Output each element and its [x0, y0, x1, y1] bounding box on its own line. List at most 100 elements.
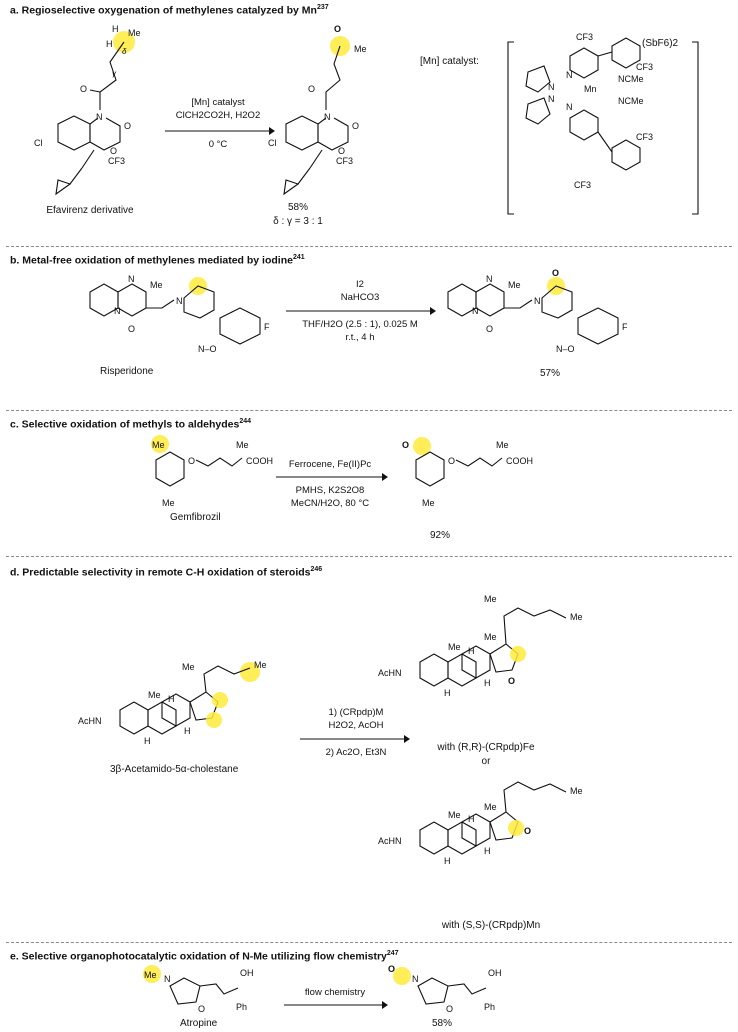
me-label: Me: [448, 810, 461, 820]
cooh-label: COOH: [246, 456, 273, 466]
me-label: Me: [570, 612, 583, 622]
panel-c-title: c. Selective oxidation of methyls to ald…: [10, 418, 252, 431]
me-label: Me: [508, 280, 521, 290]
reaction-arrow-a: [165, 127, 275, 135]
n-atom: N: [566, 102, 573, 112]
me-label: Me: [570, 786, 583, 796]
me-label: Me: [254, 660, 267, 670]
o-atom-new: O: [508, 676, 515, 686]
c16-carbonyl-highlight: [508, 820, 524, 836]
n-atom: N: [324, 112, 331, 122]
delta-label: δ: [122, 47, 127, 56]
panel-c-conditions-bottom: PMHS, K2S2O8 MeCN/H2O, 80 °C: [262, 484, 398, 510]
f-atom: F: [622, 322, 628, 332]
n-atom: N: [566, 70, 573, 80]
condition-line: flow chemistry: [304, 987, 366, 998]
c15-carbonyl-highlight: [510, 646, 526, 662]
ncme-ligand-2: NCMe: [618, 96, 644, 106]
steroid-product-1-structure: O Me Me Me Me H H H AcHN: [378, 594, 583, 698]
condition-line: PMHS, K2S2O8: [295, 485, 365, 496]
cf3-label: CF3: [636, 132, 653, 142]
condition-line: NaHCO3: [340, 292, 380, 303]
catalyst-label: [Mn] catalyst:: [420, 56, 479, 67]
condition-line: [Mn] catalyst: [191, 97, 245, 108]
o-atom: O: [486, 324, 493, 334]
condition-line: THF/H2O (2.5 : 1), 0.025 M: [302, 319, 418, 330]
mn-atom: Mn: [584, 84, 597, 94]
cl-atom: Cl: [34, 138, 43, 148]
methyl-highlight: [151, 435, 169, 453]
h-atom: H: [468, 814, 475, 824]
o-atom-new: O: [552, 268, 559, 278]
c25-highlight: [240, 662, 260, 682]
h-atom: H: [444, 688, 451, 698]
achn-label: AcHN: [378, 668, 402, 678]
o-atom: O: [128, 324, 135, 334]
efavirenz-label: Efavirenz derivative: [46, 205, 134, 216]
o-atom-3: O: [110, 146, 117, 156]
condition-line: ClCH2CO2H, H2O2: [175, 110, 261, 121]
gemfibrozil-structure: Me Me O Me COOH: [151, 435, 273, 508]
me-label: Me: [182, 662, 195, 672]
reaction-arrow-c: [276, 473, 388, 481]
gemfibrozil-label: Gemfibrozil: [170, 512, 221, 523]
me-label: Me: [152, 440, 165, 450]
ph-label: Ph: [484, 1002, 495, 1012]
condition-temperature: 0 °C: [208, 139, 228, 150]
o-atom-new: O: [388, 964, 395, 974]
achn-label: AcHN: [378, 836, 402, 846]
yield-b: 57%: [540, 368, 561, 379]
me-label: Me: [150, 280, 163, 290]
n-atom: N: [114, 306, 121, 316]
oh-label: OH: [488, 968, 502, 978]
risperidone-product-structure: N N Me O O N F N–O: [447, 268, 628, 354]
n-methyl-highlight: [143, 965, 161, 983]
efavirenz-derivative-structure: H H Me δ γ O N O O Cl CF3: [34, 24, 141, 196]
h-atom: H: [144, 736, 151, 746]
me-label: Me: [484, 594, 497, 604]
h-atom: H: [168, 694, 175, 704]
me-label: Me: [148, 690, 161, 700]
counterion-label: (SbF6)2: [642, 38, 679, 49]
o-atom: O: [446, 1004, 453, 1014]
n-atom: N: [534, 296, 541, 306]
condition-line: H2O2, AcOH: [328, 720, 384, 731]
condition-line: 1) (CRpdp)M: [328, 707, 384, 718]
n-o-label: N–O: [556, 344, 575, 354]
o-atom-2: O: [352, 121, 359, 131]
h-atom: H: [484, 846, 491, 856]
o-atom-new: O: [334, 24, 341, 34]
cf3-label: CF3: [574, 180, 591, 190]
h-atom: H: [184, 726, 191, 736]
cf3-label: CF3: [108, 156, 125, 166]
me-label: Me: [484, 632, 497, 642]
condition-line: r.t., 4 h: [345, 332, 375, 343]
condition-line: 2) Ac2O, Et3N: [325, 747, 387, 758]
h-atom: H: [444, 856, 451, 866]
yield-c: 92%: [430, 530, 451, 541]
n-atom: N: [548, 94, 555, 104]
efavirenz-product-structure: O Me O N O O Cl CF3: [268, 24, 367, 196]
steroid-product-2-structure: O Me Me Me H H H AcHN: [378, 781, 583, 866]
product-2-condition: with (S,S)-(CRpdp)Mn: [441, 920, 541, 931]
cf3-label: CF3: [336, 156, 353, 166]
me-label: Me: [144, 970, 157, 980]
me-label: Me: [448, 642, 461, 652]
panel-b-title: b. Metal-free oxidation of methylenes me…: [10, 254, 305, 267]
n-atom: N: [486, 274, 493, 284]
aldehyde-highlight: [413, 437, 431, 455]
risperidone-structure: N N Me O N F N–O: [89, 274, 270, 354]
n-atom: N: [128, 274, 135, 284]
n-atom: N: [164, 974, 171, 984]
me-label: Me: [422, 498, 435, 508]
cf3-label: CF3: [576, 32, 593, 42]
h-atom: H: [484, 678, 491, 688]
n-atom: N: [96, 112, 103, 122]
atropine-product-structure: O N O OH Ph: [388, 964, 502, 1014]
or-label: or: [481, 756, 491, 767]
condition-line: I2: [356, 279, 364, 290]
separator: [6, 942, 732, 943]
gemfibrozil-product-structure: O Me O Me COOH: [402, 437, 533, 508]
achn-label: AcHN: [78, 716, 102, 726]
o-atom-2: O: [124, 121, 131, 131]
